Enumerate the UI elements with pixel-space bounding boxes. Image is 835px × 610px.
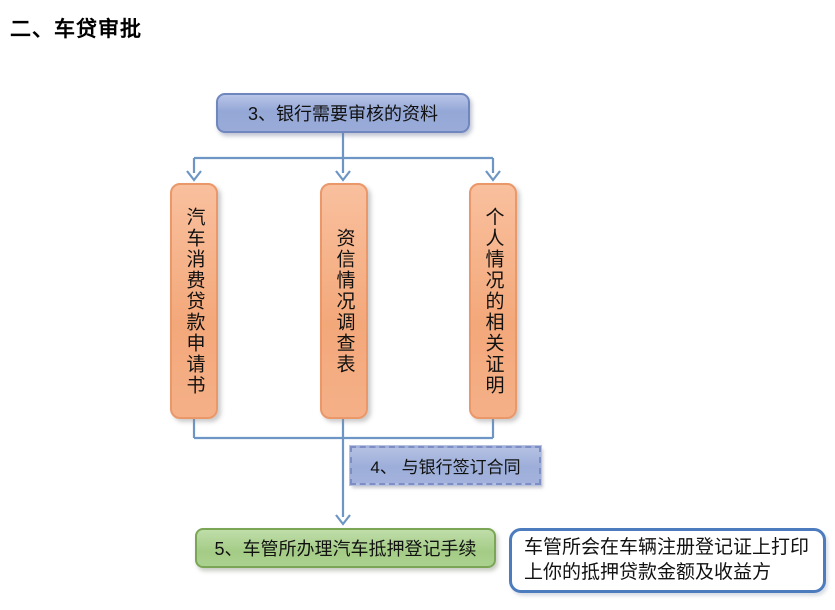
step5-mortgage-registration-box[interactable]: 5、车管所办理汽车抵押登记手续 (195, 528, 496, 568)
doc-credit-survey-label: 资信情况调查表 (333, 227, 355, 375)
arrowhead-step5-icon (335, 514, 351, 526)
registration-note-box[interactable]: 车管所会在车辆注册登记证上打印上你的抵押贷款金额及收益方 (509, 528, 826, 593)
doc-loan-application-label: 汽车消费贷款申请书 (183, 206, 205, 396)
arrowhead-right-icon (485, 170, 501, 182)
doc-personal-proof-label: 个人情况的相关证明 (482, 206, 504, 396)
doc-loan-application-box[interactable]: 汽车消费贷款申请书 (170, 183, 218, 419)
doc-personal-proof-box[interactable]: 个人情况的相关证明 (469, 183, 517, 419)
step5-label: 5、车管所办理汽车抵押登记手续 (214, 539, 477, 559)
arrowhead-mid-icon (335, 170, 351, 182)
step4-label: 4、 与银行签订合同 (370, 458, 521, 477)
doc-credit-survey-box[interactable]: 资信情况调查表 (320, 183, 368, 419)
page-title: 二、车贷审批 (10, 18, 142, 41)
arrowhead-left-icon (186, 170, 202, 182)
step3-label: 3、银行需要审核的资料 (247, 104, 438, 124)
step3-bank-review-box[interactable]: 3、银行需要审核的资料 (216, 93, 470, 133)
registration-note-text: 车管所会在车辆注册登记证上打印上你的抵押贷款金额及收益方 (524, 536, 810, 583)
step4-sign-contract-box[interactable]: 4、 与银行签订合同 (350, 446, 541, 485)
